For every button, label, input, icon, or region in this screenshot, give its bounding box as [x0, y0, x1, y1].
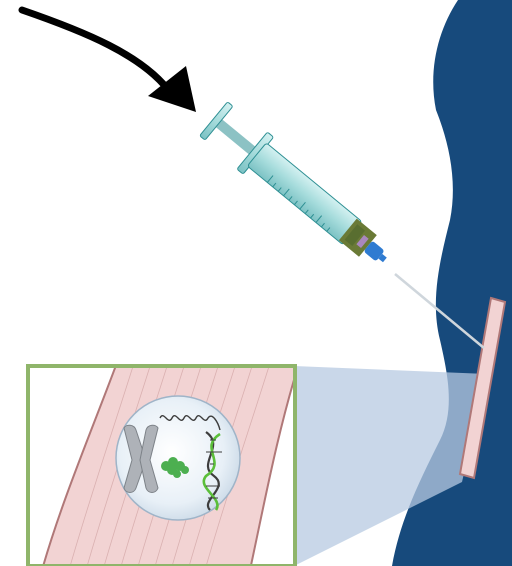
zoom-inset: [28, 360, 300, 566]
syringe-icon: [198, 100, 400, 278]
curved-arrow-icon: [22, 10, 196, 112]
